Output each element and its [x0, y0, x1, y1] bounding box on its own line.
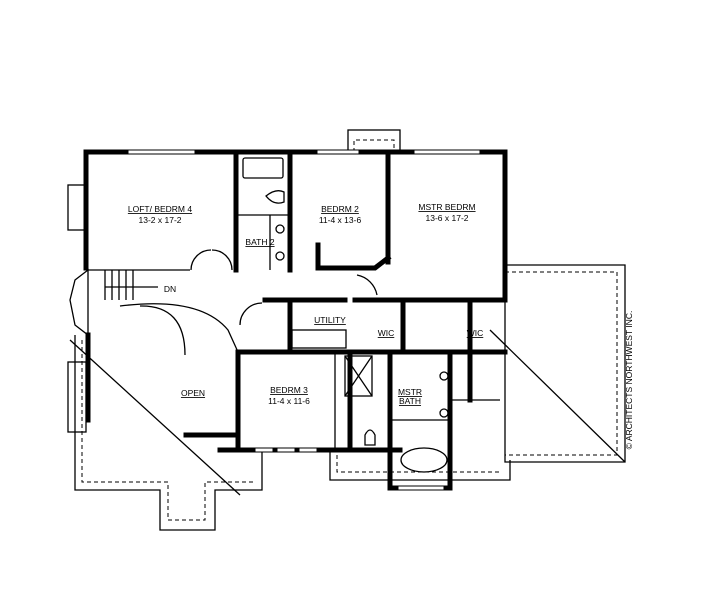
room-name-bedrm3: BEDRM 3 — [270, 385, 308, 395]
room-name-master-bath-1: MSTR — [398, 387, 422, 397]
stairs-dn-label: DN — [164, 284, 176, 294]
room-name-wic-right: WIC — [467, 328, 484, 338]
room-name-utility: UTILITY — [314, 315, 346, 325]
room-name-bedrm2: BEDRM 2 — [321, 204, 359, 214]
windows — [127, 149, 481, 491]
room-name-open: OPEN — [181, 388, 205, 398]
room-name-wic-left: WIC — [378, 328, 395, 338]
room-name-master: MSTR BEDRM — [418, 202, 475, 212]
room-name-loft: LOFT/ BEDRM 4 — [128, 204, 193, 214]
room-size-master: 13-6 x 17-2 — [426, 213, 469, 223]
fixtures — [190, 157, 449, 473]
roof-right — [489, 264, 626, 463]
walls — [83, 149, 508, 491]
room-size-bedrm3: 11-4 x 11-6 — [268, 396, 310, 406]
room-size-bedrm2: 11-4 x 13-6 — [319, 215, 362, 225]
room-name-bath2: BATH 2 — [245, 237, 274, 247]
room-name-master-bath-2: BATH — [399, 396, 421, 406]
staircase[interactable] — [69, 268, 239, 356]
copyright-text: © ARCHITECTS NORTHWEST INC. — [624, 311, 634, 450]
room-size-loft: 13-2 x 17-2 — [139, 215, 182, 225]
